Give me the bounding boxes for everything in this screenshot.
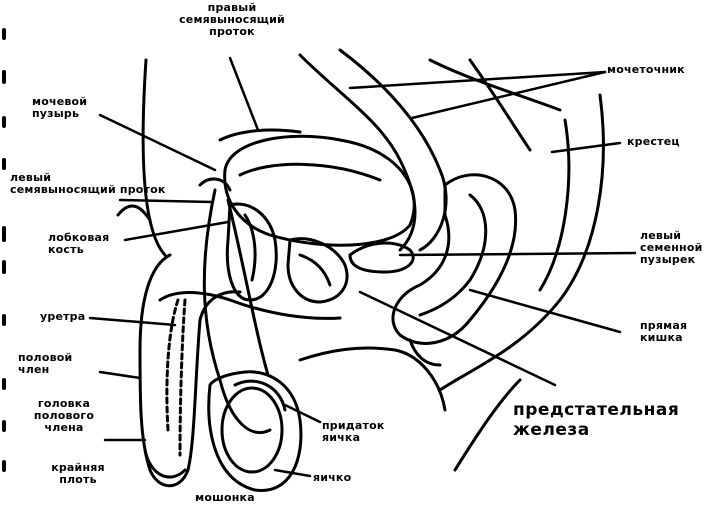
label-urethra: уретра bbox=[40, 311, 85, 323]
label-ureters: мочеточник bbox=[607, 64, 685, 76]
label-rectum: прямая кишка bbox=[640, 320, 687, 344]
penis-shape bbox=[140, 255, 340, 486]
label-prostate: предстательная железа bbox=[513, 400, 679, 440]
label-glans: головка полового члена bbox=[22, 398, 106, 434]
bladder-shape bbox=[220, 130, 414, 245]
label-testis: яичко bbox=[313, 472, 351, 484]
prostate-shape bbox=[288, 239, 347, 302]
pubic-bone-shape bbox=[227, 204, 276, 300]
label-penis: половой член bbox=[18, 352, 72, 376]
seminal-vesicle-shape bbox=[350, 243, 413, 272]
label-pubic-bone: лобковая кость bbox=[48, 232, 109, 256]
label-epididymis: придаток яичка bbox=[322, 420, 385, 444]
label-sacrum: крестец bbox=[627, 136, 680, 148]
label-bladder: мочевой пузырь bbox=[32, 96, 87, 120]
label-foreskin: крайняя плоть bbox=[40, 462, 116, 486]
label-left-vas-deferens: левый семявыносящий проток bbox=[10, 172, 166, 196]
label-left-seminal-vesicle: левый семенной пузырек bbox=[640, 230, 703, 266]
label-scrotum: мошонка bbox=[180, 492, 270, 504]
label-right-vas-deferens: правый семявыносящий проток bbox=[152, 2, 312, 38]
